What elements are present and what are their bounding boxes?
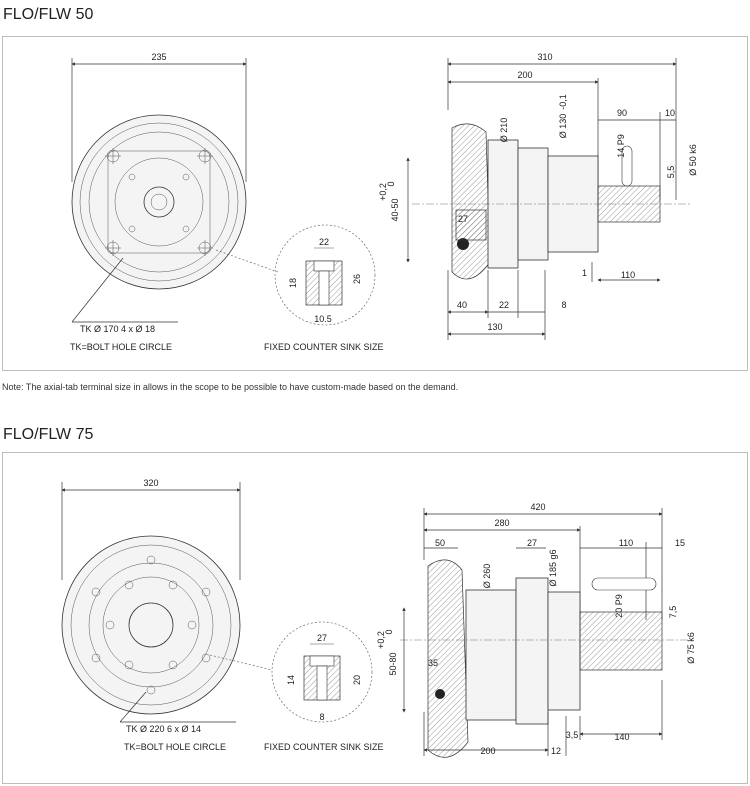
- counter-sink-detail-flo75: 27 14 20 8 FIXED COUNTER SINK SIZE: [209, 621, 384, 752]
- dim-1: 1: [582, 268, 587, 278]
- counter-sink-detail-flo50: 22 18 26 10.5 FIXED COUNTER SINK SIZE: [215, 224, 384, 352]
- dim-3-5: 3,5: [566, 730, 579, 740]
- dim-shaft-dia: Ø 50 k6: [688, 144, 698, 176]
- sink-right: 26: [352, 274, 362, 284]
- dim-110-75: 110: [619, 538, 633, 548]
- sink-left-75: 14: [286, 675, 296, 685]
- front-view-flo75: 320 TK Ø 220 6 x Ø 14 TK=BOLT HOLE CIRCL…: [61, 478, 241, 752]
- sink-caption: FIXED COUNTER SINK SIZE: [264, 342, 384, 352]
- dim-130: 130: [487, 322, 502, 332]
- dim-110: 110: [621, 270, 635, 280]
- dim-310: 310: [537, 52, 552, 62]
- dim-height-tol-low-75: 0: [384, 629, 394, 634]
- dim-280: 280: [494, 518, 509, 528]
- dim-height-tol-up-75: +0,2: [376, 631, 386, 649]
- tk-spec-75: TK Ø 220 6 x Ø 14: [126, 724, 201, 734]
- dim-35: 35: [428, 658, 438, 668]
- section-title-flo50: FLO/FLW 50: [3, 6, 94, 23]
- tk-note-75: TK=BOLT HOLE CIRCLE: [124, 742, 226, 752]
- dim-420: 420: [530, 502, 545, 512]
- dim-height-tol-up: +0,2: [378, 183, 388, 201]
- dim-front-width: 235: [151, 52, 166, 62]
- dim-offset: 5,5: [666, 166, 676, 179]
- dim-offset-75: 7,5: [668, 606, 678, 619]
- dim-27: 27: [458, 214, 468, 224]
- dim-22: 22: [499, 300, 509, 310]
- dim-dia130-tol: -0,1: [558, 94, 568, 110]
- dim-height-tol-low: 0: [386, 181, 396, 186]
- side-view-flo75: 420 280 50 27 110 15 Ø 260 Ø 185 g6 20 P…: [376, 502, 696, 758]
- dim-height: 40-50: [390, 198, 400, 221]
- dim-shaft-dia-75: Ø 75 k6: [686, 632, 696, 664]
- flange-section: [451, 123, 491, 280]
- dim-8: 8: [561, 300, 566, 310]
- dim-front-width-75: 320: [143, 478, 158, 488]
- dim-key: 14 P9: [616, 134, 626, 158]
- dim-50: 50: [435, 538, 445, 548]
- section-title-flo75: FLO/FLW 75: [3, 426, 94, 443]
- sink-top-75: 27: [317, 633, 327, 643]
- dim-90: 90: [617, 108, 627, 118]
- dim-140: 140: [614, 732, 629, 742]
- sink-caption-75: FIXED COUNTER SINK SIZE: [264, 742, 384, 752]
- dim-12: 12: [551, 746, 561, 756]
- tk-spec: TK Ø 170 4 x Ø 18: [80, 324, 155, 334]
- sink-right-75: 20: [352, 675, 362, 685]
- dim-40: 40: [457, 300, 467, 310]
- dim-200-75: 200: [480, 746, 495, 756]
- dim-200: 200: [517, 70, 532, 80]
- dim-15: 15: [675, 538, 685, 548]
- bolt-holes-75: [91, 555, 211, 695]
- dim-key-75: 20 P9: [614, 594, 624, 618]
- dim-dia260: Ø 260: [482, 564, 492, 589]
- tk-note: TK=BOLT HOLE CIRCLE: [70, 342, 172, 352]
- dim-dia130: Ø 130: [558, 114, 568, 139]
- bolt-holes: [105, 148, 213, 256]
- dim-dia210: Ø 210: [499, 118, 509, 143]
- sink-top: 22: [319, 237, 329, 247]
- dim-dia185: Ø 185 g6: [548, 549, 558, 586]
- dim-27-75: 27: [527, 538, 537, 548]
- dim-height-75: 50-80: [388, 652, 398, 675]
- side-view-flo50: 310 200 90 10 Ø 210 Ø 130 -0,1 14 P9 Ø 5…: [378, 52, 698, 340]
- sink-bottom: 10.5: [314, 314, 332, 324]
- sink-bottom-75: 8: [319, 712, 324, 722]
- note-text: Note: The axial-tab terminal size in all…: [2, 382, 459, 392]
- front-view-flo50: 235 TK Ø 170 4 x Ø 18 TK=BOLT HOLE CIRCL…: [70, 52, 247, 352]
- sink-left: 18: [288, 278, 298, 288]
- dim-10: 10: [665, 108, 675, 118]
